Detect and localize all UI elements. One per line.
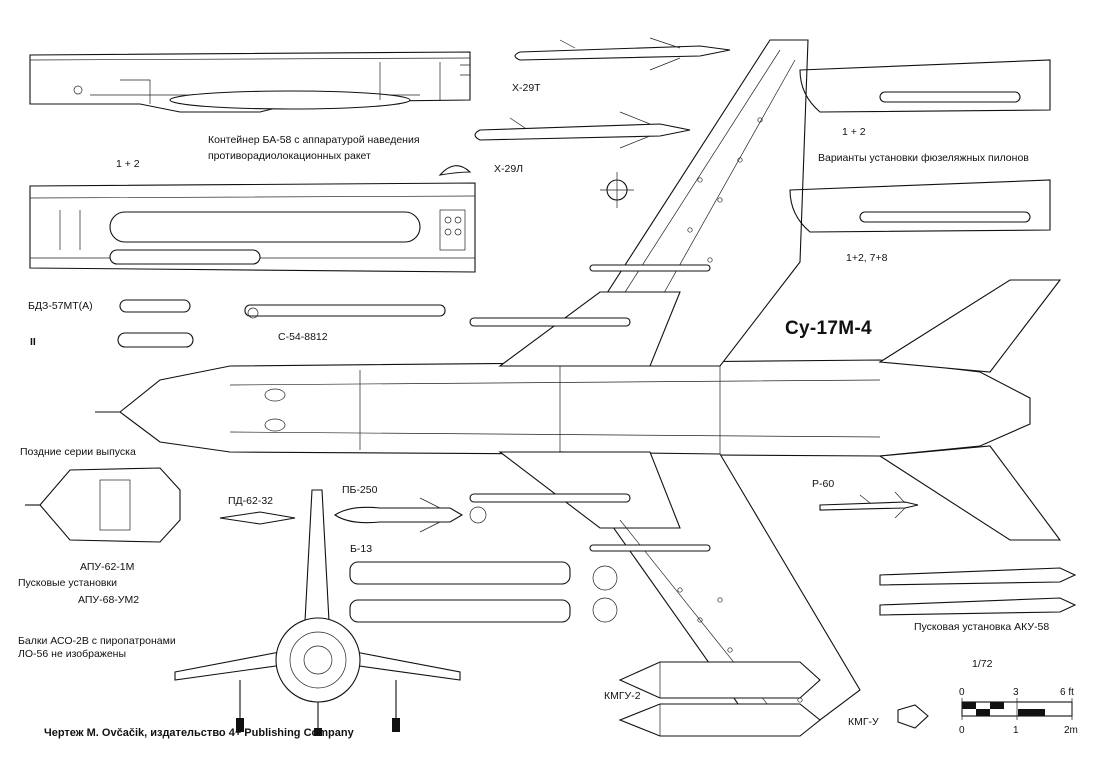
balki-label-line1: Балки АСО-2В с пиропатронами <box>18 635 176 647</box>
x29-missiles <box>474 37 731 149</box>
launchers-label: Пусковые установки <box>18 577 117 589</box>
kmgu2-label: КМГУ-2 <box>604 690 641 702</box>
aku58-label: Пусковая установка АКУ-58 <box>914 621 1050 633</box>
scale-m-1: 1 <box>1013 725 1019 736</box>
kmgu-containers <box>618 661 929 737</box>
aku58-launcher <box>879 567 1077 616</box>
canopy-detail <box>438 165 472 176</box>
late-series-label: Поздние серии выпуска <box>20 446 136 458</box>
credit-line: Чертеж M. Ovčačik, издательство 4+ Publi… <box>44 727 354 739</box>
pd62-pylon <box>219 511 296 525</box>
scale-ft-6: 6 ft <box>1060 687 1074 698</box>
scale-m-2: 2m <box>1064 725 1078 736</box>
apu68-label: АПУ-68-УМ2 <box>78 594 140 606</box>
kmgu-label: КМГ-У <box>848 716 879 728</box>
scale-ft-0: 0 <box>959 687 965 698</box>
front-view <box>174 489 461 736</box>
b13-pods <box>349 561 618 623</box>
variant-label-left: 1 + 2 <box>116 158 140 170</box>
variant-label-right: 1 + 2 <box>842 126 866 138</box>
pylon-variants-label: Варианты установки фюзеляжных пилонов <box>818 152 1029 164</box>
scale-ft-3: 3 <box>1013 687 1019 698</box>
bottom-view-bdz <box>29 182 476 273</box>
r60-missile <box>819 491 919 519</box>
scale-ratio: 1/72 <box>972 658 993 670</box>
s54-label: С-54-8812 <box>278 331 328 343</box>
apu62-label: АПУ-62-1М <box>80 561 135 573</box>
pylon-variant-views <box>789 59 1051 233</box>
section-symbol <box>600 172 634 208</box>
x29t-label: Х-29Т <box>512 82 541 94</box>
pb250-bomb <box>334 497 487 533</box>
side-view-ba58 <box>29 51 471 113</box>
bdz-holders <box>117 299 446 348</box>
variant-label-1278: 1+2, 7+8 <box>846 252 888 264</box>
x29l-label: Х-29Л <box>494 163 524 175</box>
pd62-label: ПД-62-32 <box>228 495 274 507</box>
b13-label: Б-13 <box>350 543 373 555</box>
pb250-label: ПБ-250 <box>342 484 378 496</box>
ba58-label-line1: Контейнер БА-58 с аппаратурой наведения <box>208 134 420 146</box>
ba58-label-line2: противорадиолокационных ракет <box>208 150 371 162</box>
roman-two-label: II <box>30 336 36 348</box>
bdz-label: БДЗ-57МТ(А) <box>28 300 93 312</box>
late-series-nose <box>25 467 181 543</box>
scale-bar <box>961 698 1073 720</box>
aircraft-title: Су-17М-4 <box>785 318 872 339</box>
r60-label: Р-60 <box>812 478 835 490</box>
balki-label-line2: ЛО-56 не изображены <box>18 648 127 660</box>
scale-m-0: 0 <box>959 725 965 736</box>
